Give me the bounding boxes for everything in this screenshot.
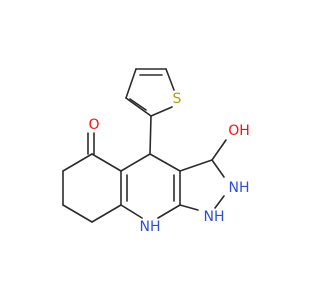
bond-c5-c6 [62,153,93,172]
bond-c4-c4a [120,153,151,172]
bond-c8-c8a [91,204,122,223]
bond-c4a-c5 [91,153,122,172]
molecule-structure-diagram: O OH S NH NH NH [62,68,250,235]
bond-n1-c9a [179,204,199,211]
bond-c3a-c4 [149,153,181,172]
thiophene-sulfur-label: S [173,91,182,107]
bond-n9-c9a [157,204,181,219]
bond-c2-c3-thiophene [125,97,152,117]
atom-labels: O OH S NH NH NH [88,91,249,235]
bond-c3-c4-thiophene [125,68,137,99]
bond-c5-s-thiophene [165,68,175,91]
bond-c3a-c3 [179,159,213,172]
bond-c3-oh [211,139,227,161]
bond-c7-c8 [62,204,93,223]
pyrazole-nh-upper-label: NH [229,180,250,196]
bond-s-c2-thiophene [150,106,173,117]
bonds [62,68,227,223]
hydroxyl-label: OH [228,123,250,139]
bond-c3-n2 [211,159,225,178]
pyrazole-nh-lower-label: NH [204,209,225,225]
bond-thiophene-c4 [149,115,152,155]
bond-c2-c3-thiophene-double [129,98,147,111]
bond-n2-n1 [214,195,225,209]
bond-c8a-n9 [120,204,143,219]
ketone-oxygen-label: O [88,117,99,133]
quinoline-nh-label: NH [140,219,161,235]
